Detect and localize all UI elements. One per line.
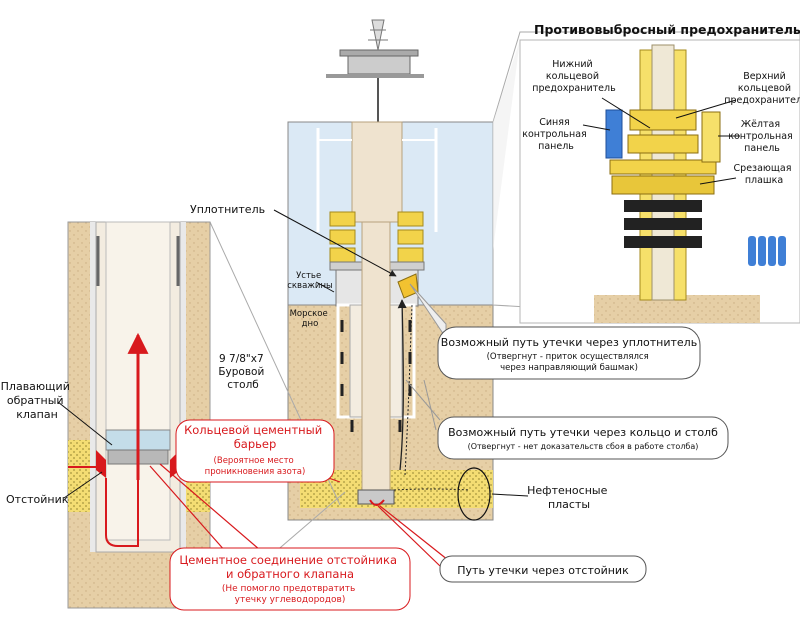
cement-barrier-note: (Вероятное место проникновения азота): [205, 456, 306, 477]
label-upper-annular: Верхний кольцевой предохранитель: [724, 71, 800, 106]
label-casing: 9 7/8"x7 Буровой столб: [218, 353, 267, 391]
bop-labels: Противовыбросный предохранитель Нижний к…: [522, 22, 800, 186]
label-float-collar: Плавающий обратный клапан: [1, 380, 74, 421]
well-labels: Уплотнитель Устье скважины Морское дно 9…: [190, 203, 611, 511]
seal-leak-title: Возможный путь утечки через уплотнитель: [441, 336, 697, 349]
label-seal: Уплотнитель: [190, 203, 265, 216]
shoe-leak-title: Путь утечки через отстойник: [457, 564, 629, 577]
seal-marker: [397, 273, 419, 299]
bop-inset: [492, 31, 800, 324]
bop-title: Противовыбросный предохранитель: [534, 22, 800, 37]
label-blue-pod: Синяя контрольная панель: [522, 117, 590, 152]
annulus-leak-note: (Отвергнут - нет доказательств сбоя в ра…: [468, 442, 699, 451]
casing-strings: [336, 221, 416, 505]
label-wellhead: Устье скважины: [287, 271, 332, 291]
annulus-leak-title: Возможный путь утечки через кольцо и сто…: [448, 426, 718, 439]
shoe-cement-note: (Не помогло предотвратить утечку углевод…: [222, 584, 358, 605]
label-shoe-track: Отстойник: [6, 493, 69, 506]
callout-texts: Возможный путь утечки через уплотнитель …: [179, 336, 718, 605]
oil-zone-circle: [457, 467, 491, 521]
annulus-leak-callout: [437, 416, 729, 460]
flow-arrows-main: [369, 299, 471, 506]
label-lower-annular: Нижний кольцевой предохранитель: [532, 59, 616, 94]
seal-leak-note: (Отвергнут - приток осуществлялся через …: [487, 352, 652, 373]
seal-leak-callout: [437, 326, 701, 380]
cement-barrier-callout: [175, 419, 335, 483]
yellow-pod-icon: [701, 111, 721, 163]
label-shear-ram: Срезающая плашка: [734, 163, 795, 186]
label-seabed: Морское дно: [290, 309, 331, 329]
shoe-cement-title: Цементное соединение отстойника и обратн…: [179, 553, 400, 581]
label-yellow-pod: Жёлтая контрольная панель: [728, 119, 796, 154]
shoe-cement-callout: [169, 547, 411, 611]
rig-icon: [326, 19, 424, 122]
casing-detail: [57, 221, 346, 609]
blue-pod-icon: [605, 109, 623, 159]
detail-labels: Плавающий обратный клапан Отстойник: [1, 380, 74, 506]
accumulator-icon: [748, 236, 786, 266]
shoe-leak-callout: [439, 555, 647, 583]
label-oil-zones: Нефтеносные пласты: [527, 484, 611, 511]
main-well-section: [287, 19, 494, 521]
cement-barrier-title: Кольцевой цементный барьер: [184, 423, 326, 451]
